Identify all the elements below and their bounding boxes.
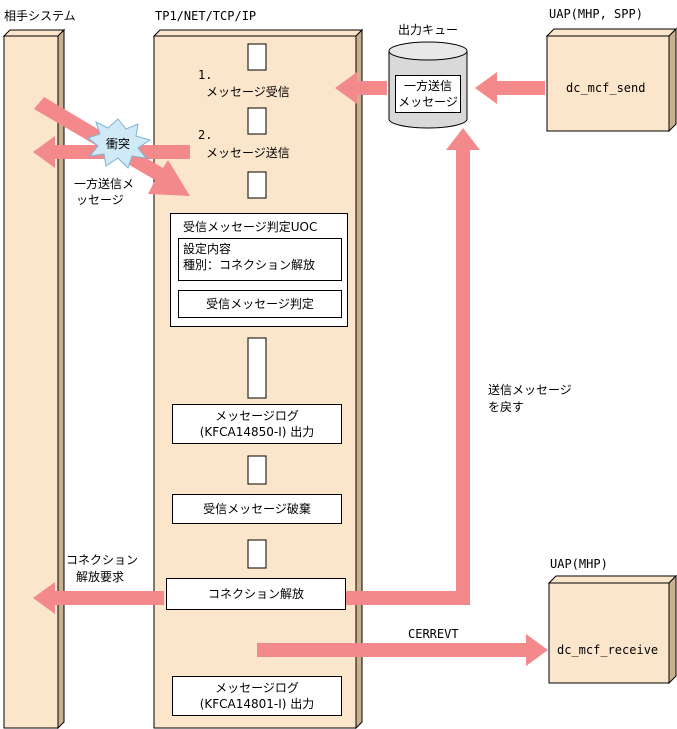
uap-send-box xyxy=(545,27,677,133)
uap-mhp-label: UAP(MHP) xyxy=(550,557,608,571)
process-markers xyxy=(247,43,267,569)
step2-label: メッセージ送信 xyxy=(206,146,290,160)
arrow-return-message xyxy=(346,128,480,605)
judge-box: 受信メッセージ判定 xyxy=(178,290,342,318)
tp1-label: TP1/NET/TCP/IP xyxy=(155,9,257,23)
output-queue-label: 出力キュー xyxy=(398,23,459,37)
uoc-box: 受信メッセージ判定UOC 設定内容 種別：コネクション解放 受信メッセージ判定 xyxy=(170,213,348,327)
release-label: コネクション解放 xyxy=(207,587,304,601)
arrow-release-request xyxy=(33,582,164,614)
flow-arrows xyxy=(33,72,548,666)
log1-box: メッセージログ (KFCA14850-I) 出力 xyxy=(172,404,342,444)
discard-label: 受信メッセージ破棄 xyxy=(203,502,311,516)
uap-mhp-spp-label: UAP(MHP, SPP) xyxy=(549,7,643,21)
uoc-title: 受信メッセージ判定UOC xyxy=(183,220,318,234)
judge-label: 受信メッセージ判定 xyxy=(206,297,314,311)
step1-number: 1. xyxy=(198,68,213,82)
return-message-line2: を戻す xyxy=(488,400,525,414)
release-request-line2: 解放要求 xyxy=(76,570,125,584)
arrow-cerrevt xyxy=(257,634,548,666)
step2-number: 2. xyxy=(198,128,213,142)
discard-box: 受信メッセージ破棄 xyxy=(172,494,342,524)
queue-message-line1: 一方送信 xyxy=(403,79,452,93)
step1-label: メッセージ受信 xyxy=(206,85,290,99)
release-request-line1: コネクション xyxy=(66,553,139,567)
oneway-message-line2: ッセージ xyxy=(76,193,124,207)
log2-box: メッセージログ (KFCA14801-I) 出力 xyxy=(172,676,342,716)
log2-line1: メッセージログ xyxy=(215,681,299,695)
dc-mcf-send-label: dc_mcf_send xyxy=(566,81,646,95)
oneway-message-line1: 一方送信メ xyxy=(74,177,135,191)
collision-label: 衝突 xyxy=(106,137,131,151)
cerrevt-label: CERREVT xyxy=(408,627,459,641)
uap-receive-box xyxy=(547,574,677,685)
settings-line2: 種別：コネクション解放 xyxy=(183,258,316,272)
partner-system-label: 相手システム xyxy=(4,9,76,23)
settings-line1: 設定内容 xyxy=(183,242,232,256)
log1-line1: メッセージログ xyxy=(215,409,299,423)
release-box: コネクション解放 xyxy=(166,578,346,610)
arrow-queue-to-receive xyxy=(335,72,387,104)
log1-line2: (KFCA14850-I) 出力 xyxy=(199,425,315,439)
log2-line2: (KFCA14801-I) 出力 xyxy=(199,697,315,711)
partner-system-column xyxy=(2,28,66,729)
dc-mcf-receive-label: dc_mcf_receive xyxy=(557,643,659,657)
queue-message-line2: メッセージ xyxy=(398,95,458,109)
queue-message-box: 一方送信 メッセージ xyxy=(395,75,461,113)
arrow-send-to-queue xyxy=(475,72,545,104)
settings-box: 設定内容 種別：コネクション解放 xyxy=(178,238,342,281)
return-message-line1: 送信メッセージ xyxy=(488,383,572,397)
collision-burst xyxy=(86,118,152,169)
